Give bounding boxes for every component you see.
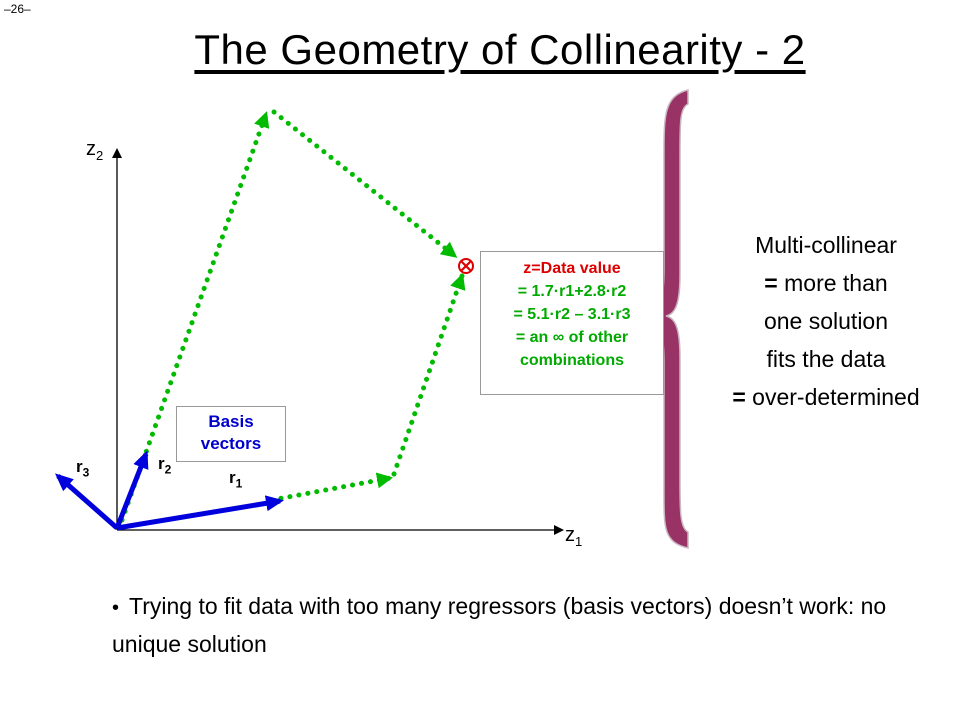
basis-vectors-box: Basis vectors: [176, 406, 286, 462]
data-box-line-2: = 5.1·r2 – 3.1·r3: [513, 306, 631, 323]
data-box-line-3: = an ∞ of other: [515, 329, 629, 346]
basis-line-1: Basis: [208, 412, 254, 431]
side-line-4: fits the data: [766, 346, 886, 372]
vector-r1-label: r1: [229, 468, 243, 491]
bullet-point: •Trying to fit data with too many regres…: [112, 588, 932, 662]
slide-number: –26–: [4, 2, 31, 16]
vector-r3: [54, 473, 119, 530]
path-r2-second: [391, 273, 466, 477]
vector-r1: [116, 495, 284, 531]
data-box-line-1: = 1.7·r1+2.8·r2: [517, 283, 627, 300]
path-r1-scaled: [269, 472, 393, 503]
side-line-1: Multi-collinear: [755, 232, 897, 258]
slide-title: The Geometry of Collinearity - 2: [194, 26, 806, 73]
path-r3-scaled: [271, 109, 458, 259]
basis-line-2: vectors: [200, 434, 262, 453]
side-line-5: = over-determined: [732, 384, 920, 410]
vector-r2: [114, 450, 149, 529]
data-value-box: z=Data value = 1.7·r1+2.8·r2 = 5.1·r2 – …: [480, 251, 664, 395]
bullet-text: Trying to fit data with too many regress…: [112, 593, 887, 657]
y-axis-label: z2: [86, 138, 104, 163]
vector-r3-label: r3: [76, 457, 90, 480]
x-axis-label: z1: [565, 524, 583, 549]
multicollinear-explanation: Multi-collinear = more than one solution…: [694, 226, 958, 416]
side-line-2: = more than: [764, 270, 888, 296]
data-point-icon: [458, 258, 474, 274]
vector-r2-label: r2: [158, 454, 172, 477]
data-box-line-4: combinations: [519, 352, 624, 369]
data-box-heading: z=Data value: [523, 260, 621, 277]
bullet-icon: •: [112, 597, 120, 619]
side-line-3: one solution: [763, 308, 889, 334]
